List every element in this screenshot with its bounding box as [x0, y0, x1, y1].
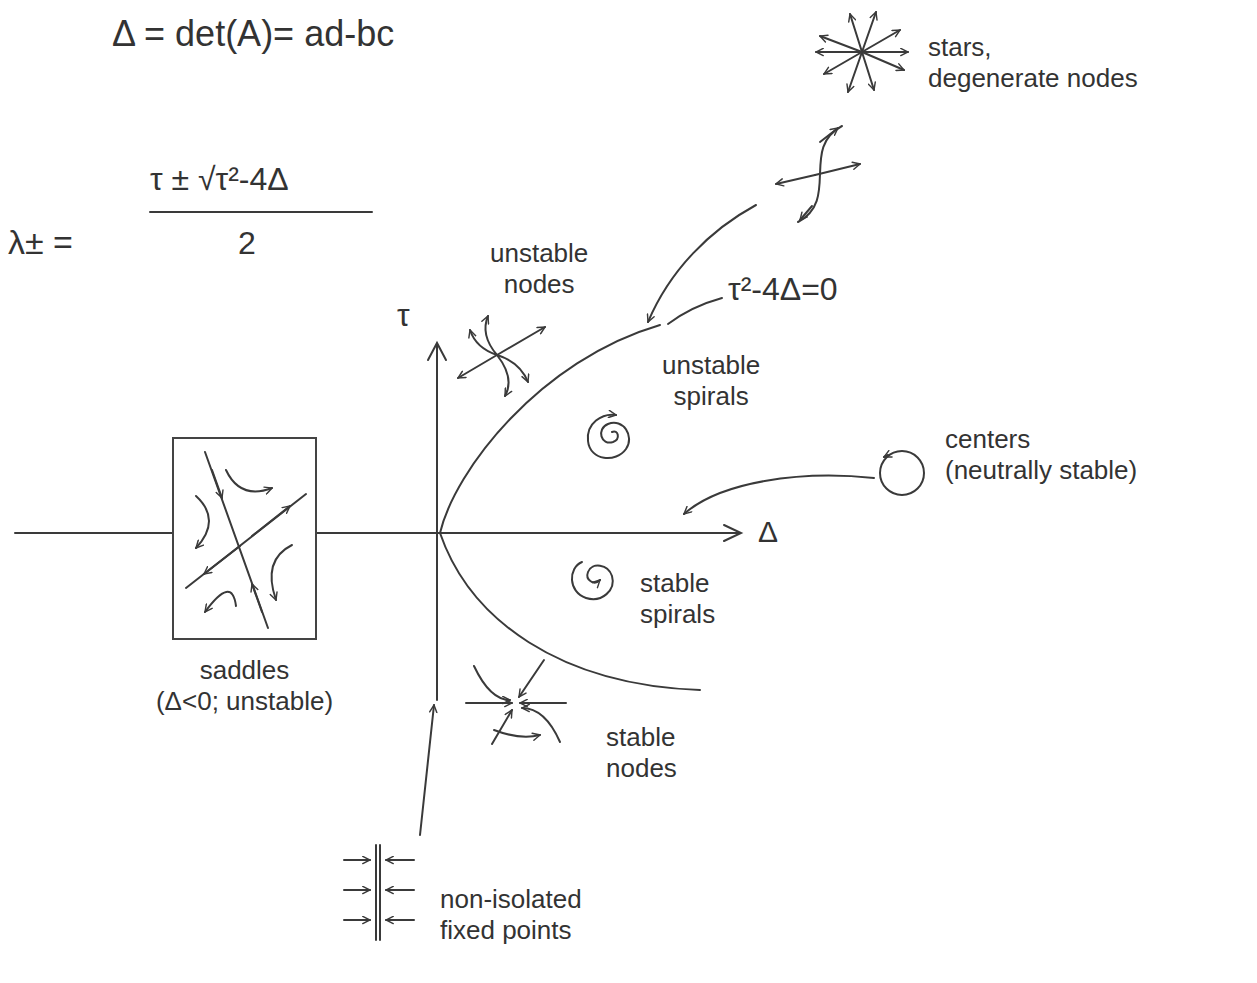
- stable-node-sketch: [466, 660, 566, 744]
- leader-arrow: [668, 298, 722, 324]
- axis-label: τ: [397, 296, 410, 334]
- region-label: unstable nodes: [490, 238, 588, 300]
- tau-axis: [436, 344, 438, 700]
- region-label: non-isolated fixed points: [440, 884, 582, 946]
- fixed-line-sketch: [344, 845, 414, 940]
- unstable-spiral-icon: [588, 415, 629, 458]
- star-sketch: [816, 12, 908, 92]
- unstable-node-sketch: [458, 316, 545, 396]
- saddle-box: saddles (Δ<0; unstable): [172, 437, 317, 640]
- region-label: unstable spirals: [662, 350, 760, 412]
- region-label: saddles (Δ<0; unstable): [156, 655, 333, 717]
- leader-arrow: [684, 476, 874, 514]
- region-label: centers (neutrally stable): [945, 424, 1137, 486]
- center-icon: [880, 451, 924, 495]
- axis-arrowhead: [724, 525, 741, 541]
- formula-text: 2: [238, 224, 256, 262]
- formula-text: τ ± √τ²-4Δ: [150, 160, 289, 198]
- saddle-sketch: [186, 452, 306, 628]
- parabola-branch: [440, 325, 660, 533]
- axis-label: Δ: [758, 514, 778, 550]
- fraction-bar: [150, 211, 372, 213]
- delta-axis: [15, 532, 740, 534]
- formula-text: λ± =: [8, 222, 73, 263]
- degenerate-node-sketch: [776, 126, 860, 222]
- curve-label: τ²-4Δ=0: [728, 270, 838, 308]
- region-label: stars, degenerate nodes: [928, 32, 1138, 94]
- region-label: stable spirals: [640, 568, 715, 630]
- leader-arrow: [420, 705, 434, 835]
- stable-spiral-icon: [572, 562, 613, 599]
- formula-text: Δ = det(A)= ad-bc: [112, 12, 394, 55]
- axis-arrowhead: [428, 343, 446, 360]
- region-label: stable nodes: [606, 722, 677, 784]
